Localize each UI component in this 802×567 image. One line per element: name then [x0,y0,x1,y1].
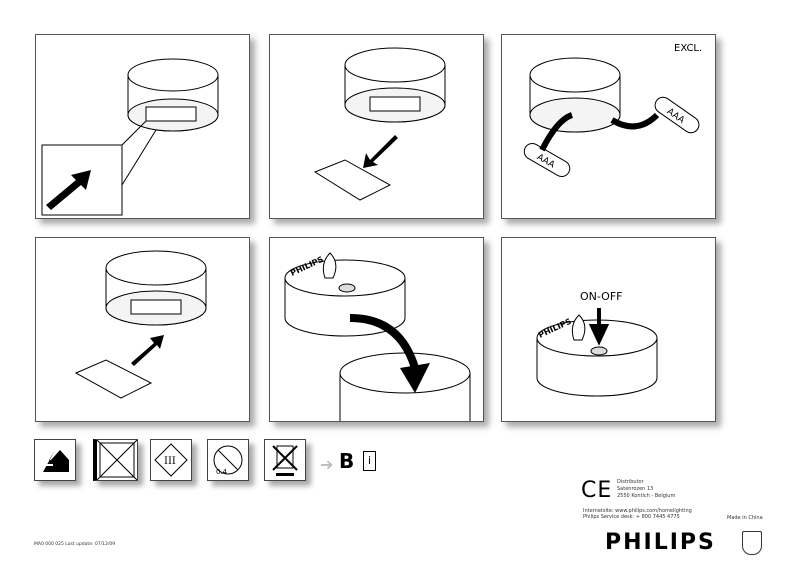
distributor-title: Distributor [617,479,644,485]
language-b-label: B [339,449,355,473]
arrow-right-icon: ➔ [320,455,334,474]
step-2-panel [269,34,484,219]
info-leaflet-icon: i [363,451,376,471]
weee-bin-icon [264,439,306,481]
step-4-panel [35,237,250,422]
excl-label: EXCL. [674,43,702,54]
step-4-illustration [74,250,207,399]
made-in-text: Made in China [727,515,763,521]
class-iii-icon: III [150,439,192,481]
step-6-panel: ON-OFF PHILIPS [501,237,716,422]
step-3-illustration: EXCL. AAA AAA [523,43,702,177]
document-id: MA0 000 025 Last update: 07/12/09 [34,542,116,547]
distance-icon [93,439,138,481]
svg-text:0.4: 0.4 [216,468,228,476]
website-text[interactable]: Internetsite: www.philips.com/homelighti… [583,508,692,514]
step-2-illustration [313,47,446,201]
step-1-panel [35,34,250,219]
ce-mark: CE [581,478,613,503]
step-5-illustration: PHILIPS [284,252,471,421]
step-6-illustration: ON-OFF PHILIPS [536,290,658,397]
on-off-label: ON-OFF [580,290,622,303]
step-1-illustration [41,58,219,216]
svg-text:III: III [164,456,176,467]
philips-logo: PHILIPS [605,530,716,555]
distributor-street: Satenrozen 13 [617,486,654,492]
no-rechargeable-icon: 0.4 [207,439,249,481]
distributor-city: 2550 Kontich - Belgium [617,493,676,499]
philips-shield-icon [742,531,762,555]
step-3-panel: EXCL. AAA AAA [501,34,716,219]
service-text: Philips Service desk: + 800 7445 4775 [583,514,680,520]
indoor-use-icon [34,439,76,481]
step-5-panel: PHILIPS [269,237,484,422]
